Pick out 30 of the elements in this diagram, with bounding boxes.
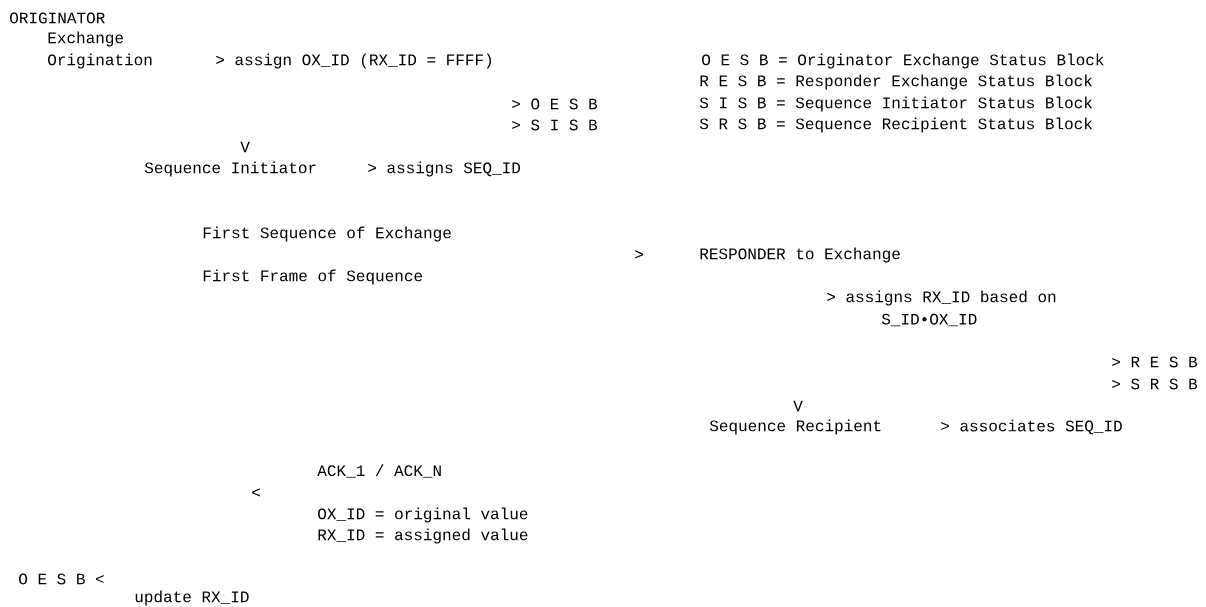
action-text: > assigns RX_ID based on [827,290,1056,306]
action-text: update RX_ID [135,590,249,606]
step-text: ACK_1 / ACK_N [317,464,441,478]
abbreviation-note: S R S B = Sequence Recipient Status Block [699,117,1093,133]
action-text: > R E S B [1112,356,1198,368]
step-text: Origination [48,53,152,69]
action-text: > S I S B [512,119,598,131]
arrow-glyph: > [635,250,643,259]
abbreviation-note: R E S B = Responder Exchange Status Block [700,74,1093,90]
action-text: > associates SEQ_ID [941,419,1122,435]
abbreviation-note: S I S B = Sequence Initiator Status Block [699,96,1093,112]
action-text: O E S B < [19,573,104,585]
step-text: Sequence Initiator [144,161,316,177]
arrow-glyph: V [240,141,250,153]
arrow-glyph: V [793,400,803,412]
action-text: > assign OX_ID (RX_ID = FFFF) [216,53,491,69]
action-text: > O E S B [512,98,598,110]
action-text: > S R S B [1112,378,1198,390]
action-text: S_ID•OX_ID [881,313,977,327]
role-heading: RESPONDER to Exchange [700,247,900,263]
step-text: First Frame of Sequence [203,269,422,285]
action-text: > assigns SEQ_ID [368,161,521,177]
abbreviation-note: O E S B = Originator Exchange Status Block [702,53,1104,69]
step-text: RX_ID = assigned value [318,528,528,544]
role-heading: ORIGINATOR [10,12,105,24]
step-text: OX_ID = original value [318,507,528,523]
step-text: Exchange [48,31,123,47]
arrow-glyph: < [252,488,260,497]
step-text: First Sequence of Exchange [203,226,451,242]
step-text: Sequence Recipient [709,419,881,435]
